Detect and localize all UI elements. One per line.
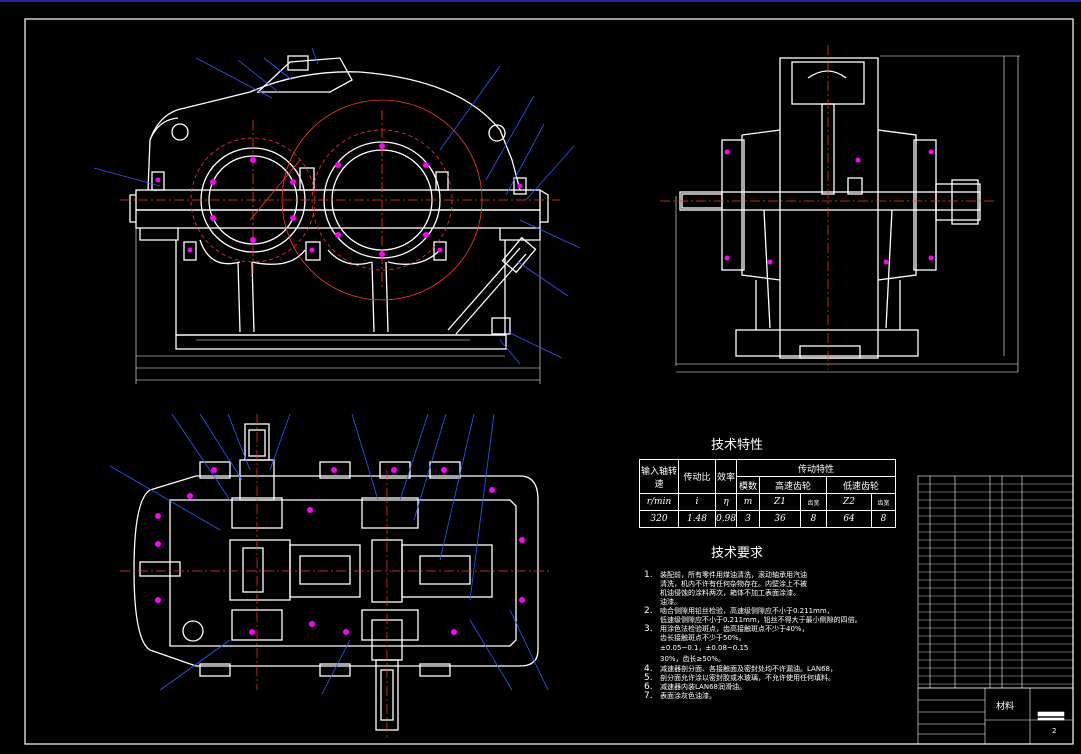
tech-req-text: 齿长接触斑点不少于50%。 [660,634,746,642]
tech-req-item: 7. 表面涂灰色油漆。 [644,692,862,701]
u-b2: 齿宽 [871,493,897,511]
h-low: 低速齿轮 [826,476,897,494]
u-speed: r/min [639,493,679,511]
tech-req-text: 表面涂灰色油漆。 [660,692,716,700]
tech-req-text: 剖分面允许涂以密封胶或水玻璃，不允许使用任何填料。 [660,674,835,682]
tech-req-text: 用涂色法检验斑点，齿高接触斑点不少于40%， [660,625,809,633]
v-z1: 36 [759,510,802,528]
tech-req-item: 低速级侧隙应不小于0.211mm，铅丝不得大于最小侧隙的四倍。 [644,616,862,625]
tech-req-number: 7. [644,691,653,701]
tech-req-number: 4. [644,664,653,674]
side-dimensions [675,55,1020,373]
u-b1: 齿宽 [800,493,828,511]
u-module: m [736,493,761,511]
top-centerlines [120,414,550,740]
tech-req-item: 30%，齿长≥50%。 [644,654,862,665]
tech-req-item: 清洗，机内不许有任何杂物存在。内壁涂上不被 [644,580,862,589]
tech-char-title: 技术特性 [711,438,764,453]
tech-req-item: ±0.05~0.1，±0.08~0.15 [644,643,862,654]
v-ratio: 1.48 [678,510,716,528]
tech-req-text: 30%，齿长≥50%。 [660,655,725,663]
parts-list-rows [918,483,1073,685]
v-z2: 64 [826,510,873,528]
v-b2: 8 [871,510,897,528]
tech-req-item: 3. 用涂色法检验斑点，齿高接触斑点不少于40%， [644,625,862,634]
u-z2: Z2 [826,493,873,511]
h-module: 模数 [736,476,761,494]
side-centerlines [660,45,995,370]
parts-list [917,475,1074,689]
v-b1: 8 [800,510,828,528]
tech-req-number: 1. [644,570,653,580]
top-view [133,423,539,731]
tech-req-item: 油漆。 [644,598,862,607]
tech-req-number: 3. [644,624,653,634]
tech-req-text: 啮合侧隙用铅丝检验，高速级侧隙应不小于0.211mm， [660,607,834,615]
tech-req-list: 1. 装配前，所有零件用煤油清洗，滚动轴承用汽油清洗，机内不许有任何杂物存在。内壁… [644,571,862,701]
front-centerlines [120,99,560,301]
drawing-border [24,18,1074,745]
h-ratio: 传动比 [678,459,716,494]
h-high: 高速齿轮 [759,476,828,494]
front-bolts [155,143,523,257]
front-leaders [93,47,581,365]
tech-req-title: 技术要求 [711,546,764,561]
h-eff: 效率 [714,459,738,494]
material-label: 材料 [996,702,1015,712]
u-eff: η [714,493,738,511]
tech-req-item: 6. 减速器内装LAN68润滑油。 [644,683,862,692]
side-view [679,57,981,359]
u-z1: Z1 [759,493,802,511]
h-input-speed: 输入轴转速 [639,459,679,494]
top-bolts [155,467,525,635]
h-gear: 传动特性 [736,459,897,477]
v-speed: 320 [639,510,679,528]
tech-req-text: 清洗，机内不许有任何杂物存在。内壁涂上不被 [660,580,807,588]
tech-req-number: 5. [644,673,653,683]
front-dimensions [135,228,541,384]
tech-req-number: 2. [644,606,653,616]
tech-req-item: 2. 啮合侧隙用铅丝检验，高速级侧隙应不小于0.211mm， [644,607,862,616]
tech-req-item: 1. 装配前，所有零件用煤油清洗，滚动轴承用汽油 [644,571,862,580]
tech-req-text: ±0.05~0.1，±0.08~0.15 [660,644,749,652]
u-ratio: i [678,493,716,511]
side-bolts [724,149,934,265]
tech-req-text: 油漆。 [660,598,681,606]
tech-req-text: 低速级侧隙应不小于0.211mm，铅丝不得大于最小侧隙的四倍。 [660,616,862,624]
sheet-number: 2 [1052,727,1057,735]
front-view [129,55,549,350]
v-eff: 0.98 [714,510,738,528]
tech-req-item: 机油侵蚀的涂料两次，箱体不加工表面涂漆。 [644,589,862,598]
top-leaders [109,413,549,695]
v-module: 3 [736,510,761,528]
tech-req-text: 装配前，所有零件用煤油清洗，滚动轴承用汽油 [660,571,807,579]
tech-req-text: 减速器内装LAN68润滑油。 [660,683,746,691]
tech-req-item: 齿长接触斑点不少于50%。 [644,634,862,643]
tech-req-text: 减速器剖分面、各接触面及密封处均不许漏油。LAN68， [660,665,837,673]
tech-req-item: 5. 剖分面允许涂以密封胶或水玻璃，不允许使用任何填料。 [644,674,862,683]
tech-char-table: 输入轴转速 传动比 效率 传动特性 模数 高速齿轮 低速齿轮 r/min i η… [639,459,897,528]
tech-req-text: 机油侵蚀的涂料两次，箱体不加工表面涂漆。 [660,589,800,597]
tech-req-number: 6. [644,682,653,692]
title-block [917,687,1074,745]
tech-req-item: 4. 减速器剖分面、各接触面及密封处均不许漏油。LAN68， [644,665,862,674]
